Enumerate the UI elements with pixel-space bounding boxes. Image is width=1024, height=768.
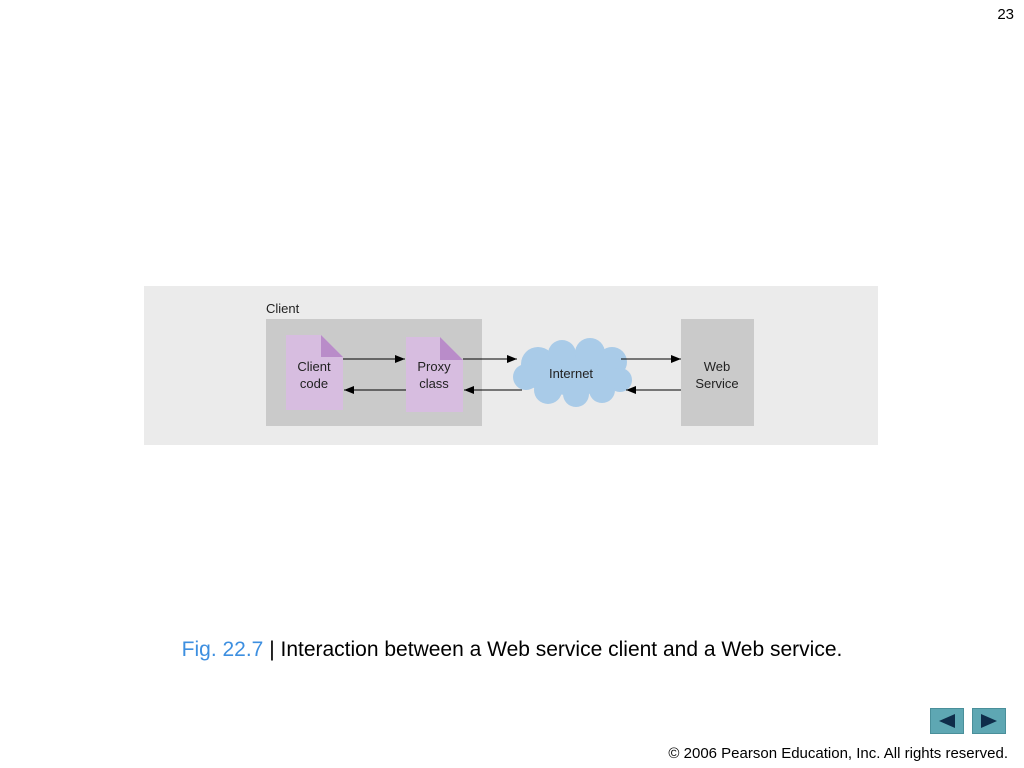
internet-label: Internet [549, 366, 593, 381]
caption-text: Interaction between a Web service client… [280, 638, 843, 661]
proxy-class-document: Proxy class [406, 337, 463, 412]
client-code-document: Client code [286, 335, 343, 410]
proxy-class-label-line1: Proxy [417, 359, 451, 374]
client-code-label-line2: code [300, 376, 328, 391]
client-group-label: Client [266, 301, 300, 316]
figure-caption: Fig. 22.7 | Interaction between a Web se… [0, 638, 1024, 662]
web-service-label-line2: Service [695, 376, 738, 391]
client-code-label-line1: Client [297, 359, 331, 374]
internet-cloud: Internet [513, 338, 632, 407]
slide-navigation [930, 708, 1006, 734]
figure-label: Fig. 22.7 [181, 638, 264, 661]
page-number: 23 [997, 6, 1014, 23]
copyright-notice: © 2006 Pearson Education, Inc. All right… [668, 745, 1008, 762]
next-slide-button[interactable] [972, 708, 1006, 734]
web-service-interaction-diagram: Client Client code Proxy class [144, 286, 878, 445]
triangle-right-icon [981, 714, 997, 728]
triangle-left-icon [939, 714, 955, 728]
web-service-label-line1: Web [704, 359, 731, 374]
caption-separator: | [263, 638, 281, 661]
proxy-class-label-line2: class [419, 376, 449, 391]
web-service-box [681, 319, 754, 426]
previous-slide-button[interactable] [930, 708, 964, 734]
